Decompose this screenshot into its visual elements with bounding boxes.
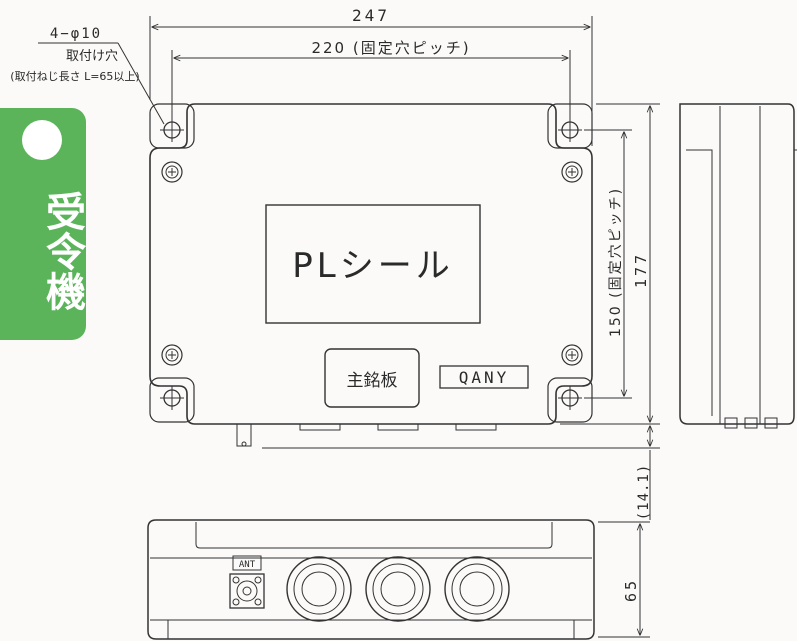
antenna-connector: ANT [229, 555, 265, 609]
gland-stub-1 [299, 423, 341, 431]
nameplate-label: 主銘板 [347, 371, 398, 391]
mounting-hole-br [558, 386, 582, 410]
side-view [679, 103, 797, 429]
antenna-label: ANT [239, 560, 256, 570]
corner-ear-bl [149, 377, 195, 423]
nameplate-box [324, 348, 420, 408]
pl-seal-box [265, 204, 481, 324]
lid-screw-tr [561, 161, 583, 183]
mounting-hole-bl [160, 386, 184, 410]
dimension-overall-width: 247 [149, 6, 593, 146]
dimension-offset: (14.1) [262, 426, 660, 520]
mounting-hole-tr [558, 118, 582, 142]
hole-pitch-width-label: 220 (固定穴ピッチ) [311, 39, 470, 57]
offset-label: (14.1) [636, 464, 652, 521]
lid-screw-br [561, 344, 583, 366]
front-view: ANT [147, 519, 595, 640]
cable-gland-3 [444, 556, 510, 622]
lid-screw-tl [161, 161, 183, 183]
hole-callout-note: (取付ねじ長さ L=65以上) [10, 70, 139, 83]
category-tab: 受令機 [0, 108, 86, 340]
gland-stub-2 [377, 423, 419, 431]
mounting-hole-tl [160, 118, 184, 142]
brand-badge [439, 365, 529, 389]
hole-callout: 4−φ10 取付け穴 (取付ねじ長さ L=65以上) [10, 26, 165, 125]
corner-ear-br [547, 377, 593, 423]
dimension-depth: 65 [598, 521, 650, 638]
antenna-stub [236, 423, 252, 447]
overall-width-label: 247 [352, 6, 390, 25]
cable-gland-2 [365, 556, 431, 622]
lid-screw-bl [161, 344, 183, 366]
cable-gland-1 [286, 556, 352, 622]
dimension-overall-height: 177 [560, 103, 660, 425]
dimension-hole-pitch-height: 150 (固定穴ピッチ) [584, 129, 632, 399]
pl-seal-label: PLシール [292, 246, 453, 286]
hole-callout-name: 取付け穴 [66, 49, 118, 64]
brand-label: QANY [459, 368, 510, 387]
top-view: PLシール 主銘板 QANY [149, 103, 593, 447]
category-label: 受令機 [39, 191, 85, 311]
overall-height-label: 177 [632, 252, 650, 288]
depth-label: 65 [622, 578, 640, 602]
gland-stub-3 [455, 423, 497, 431]
hole-callout-spec: 4−φ10 [50, 26, 102, 42]
bullet-dot-icon [22, 120, 62, 160]
dimension-hole-pitch-width: 220 (固定穴ピッチ) [171, 39, 571, 118]
hole-pitch-height-label: 150 (固定穴ピッチ) [608, 187, 624, 337]
